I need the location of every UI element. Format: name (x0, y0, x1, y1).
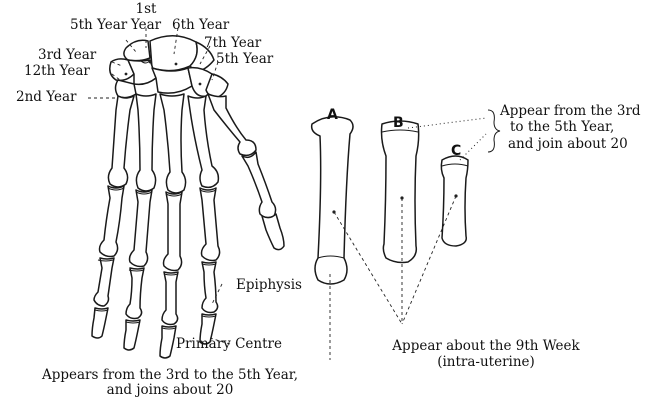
label-appears-line1: Appears from the 3rd to the 5th Year, (20, 368, 320, 383)
bone-c (441, 156, 468, 246)
bone-label-a: A (327, 108, 338, 123)
label-ninth-week-line2: (intra-uterine) (386, 355, 586, 370)
label-appear-from-line2: to the 5th Year, (510, 120, 614, 135)
label-third-year: 3rd Year (38, 48, 96, 63)
label-sixth-year: 6th Year (172, 18, 229, 33)
label-primary-centre: Primary Centre (176, 337, 282, 352)
bone-a (312, 117, 353, 284)
label-appear-from-line3: and join about 20 (508, 137, 628, 152)
bone-label-c: C (451, 144, 461, 159)
metacarpal-bones (108, 94, 256, 193)
label-twelfth-year: 12th Year (24, 64, 90, 79)
middle-phalanges (94, 258, 218, 325)
label-seventh-year: 7th Year (204, 36, 261, 51)
label-first-year-line2: Year (128, 18, 164, 33)
bone-b (382, 121, 419, 263)
bone-label-b: B (393, 116, 404, 131)
label-second-year: 2nd Year (16, 90, 76, 105)
label-fifth-year-left: 5th Year (70, 18, 127, 33)
label-appears-line2: and joins about 20 (20, 383, 320, 398)
label-appear-from-line1: Appear from the 3rd (500, 104, 641, 119)
label-first-year-line1: 1st (128, 2, 164, 17)
label-epiphysis: Epiphysis (236, 278, 302, 293)
label-ninth-week-line1: Appear about the 9th Week (386, 339, 586, 354)
label-fifth-year-right: 5th Year (216, 52, 273, 67)
